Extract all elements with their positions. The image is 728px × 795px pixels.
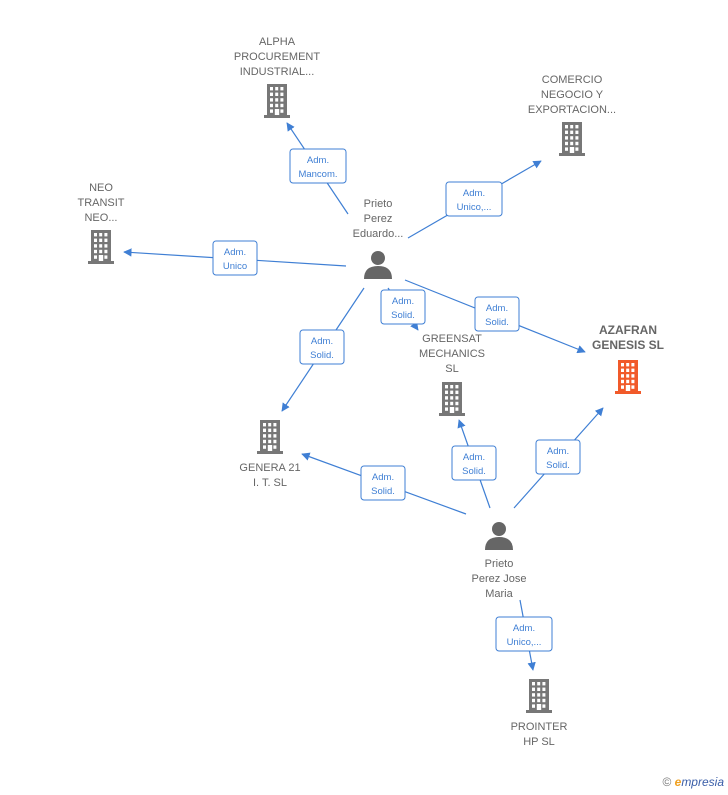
relation-label-text: Adm. [307, 155, 329, 166]
node-label-line: PROINTER [511, 721, 568, 733]
node-eduardo[interactable]: PrietoPerezEduardo... [353, 198, 404, 279]
relation-label-text: Solid. [310, 350, 334, 361]
building-icon [257, 420, 283, 454]
relation-label[interactable]: Adm. Mancom. [289, 148, 347, 184]
relation-label-box [445, 181, 503, 217]
node-label-line: EXPORTACION... [528, 104, 616, 116]
person-icon [364, 251, 392, 279]
node-label-line: Maria [485, 588, 513, 600]
relation-label-text: Adm. [463, 188, 485, 199]
node-label-line: Prieto [364, 198, 393, 210]
building-icon [88, 230, 114, 264]
node-label-line: TRANSIT [77, 197, 124, 209]
nodes-layer: ALPHA PROCUREMENT INDUSTRIAL... COMERCIO NEG… [77, 36, 664, 748]
relation-label[interactable]: Adm. Solid. [360, 465, 406, 501]
relation-label-text: Adm. [224, 247, 246, 258]
node-label-line: Perez [364, 213, 393, 225]
relation-label-text: Unico [223, 261, 247, 272]
relation-label-text: Solid. [371, 486, 395, 497]
node-prointer[interactable]: PROINTER HP SL [511, 679, 568, 748]
building-icon [264, 84, 290, 118]
relation-label-text: Mancom. [298, 169, 337, 180]
node-label-line: GENERA 21 [239, 462, 300, 474]
node-label-line: Eduardo... [353, 228, 404, 240]
building-icon [615, 360, 641, 394]
node-label-line: COMERCIO [542, 74, 603, 86]
relation-label-box [299, 329, 345, 365]
relation-label-box [474, 296, 520, 332]
node-neo[interactable]: NEO TRANSIT NEO... [77, 182, 125, 264]
relation-label[interactable]: Adm. Solid. [299, 329, 345, 365]
relation-label[interactable]: Adm. Solid. [380, 289, 426, 325]
node-label-line: PROCUREMENT [234, 51, 320, 63]
relation-label-box [535, 439, 581, 475]
relation-label-text: Solid. [391, 310, 415, 321]
node-label-line: Perez Jose [471, 573, 526, 585]
node-label-line: INDUSTRIAL... [240, 66, 315, 78]
relation-label-text: Adm. [311, 336, 333, 347]
node-genera[interactable]: GENERA 21 I. T. SL [239, 420, 301, 489]
relation-label-box [380, 289, 426, 325]
relation-label[interactable]: Adm. Unico,... [445, 181, 503, 217]
node-label-line: HP SL [523, 736, 555, 748]
relation-label-text: Solid. [546, 460, 570, 471]
node-label-line: SL [445, 363, 458, 375]
relation-label-box [289, 148, 347, 184]
node-label-line: ALPHA [259, 36, 296, 48]
relation-labels-layer: Adm.Mancom.Adm.Unico,...Adm.UnicoAdm.Sol… [212, 148, 581, 652]
relation-label-text: Solid. [462, 466, 486, 477]
node-label-line: AZAFRAN [599, 323, 657, 337]
brand-logo-text: mpresia [681, 775, 724, 789]
relation-label[interactable]: Adm. Unico,... [495, 616, 553, 652]
relation-label-text: Solid. [485, 317, 509, 328]
node-label-line: MECHANICS [419, 348, 485, 360]
node-alpha[interactable]: ALPHA PROCUREMENT INDUSTRIAL... [234, 36, 320, 118]
node-label-line: NEGOCIO Y [541, 89, 604, 101]
relation-label-text: Adm. [463, 452, 485, 463]
relation-label-box [360, 465, 406, 501]
node-label-line: Prieto [485, 558, 514, 570]
relation-label-text: Unico,... [457, 202, 492, 213]
relation-label-box [212, 240, 258, 276]
relation-label-text: Adm. [486, 303, 508, 314]
person-icon [485, 522, 513, 550]
relation-label-box [495, 616, 553, 652]
relation-label[interactable]: Adm. Solid. [535, 439, 581, 475]
building-icon [439, 382, 465, 416]
relation-label[interactable]: Adm. Solid. [474, 296, 520, 332]
node-label-line: NEO... [84, 212, 117, 224]
node-label-line: GREENSAT [422, 333, 482, 345]
relation-label-box [451, 445, 497, 481]
relation-label[interactable]: Adm. Solid. [451, 445, 497, 481]
building-icon [526, 679, 552, 713]
footer-brand[interactable]: © empresia [662, 775, 724, 789]
relation-label-text: Adm. [513, 623, 535, 634]
relation-label-text: Adm. [372, 472, 394, 483]
copyright-symbol: © [662, 775, 672, 789]
node-label-line: NEO [89, 182, 113, 194]
node-comercio[interactable]: COMERCIO NEGOCIO Y EXPORTACION... [528, 74, 616, 156]
brand-logo-e: e [674, 775, 682, 789]
relation-label[interactable]: Adm. Unico [212, 240, 258, 276]
relation-label-text: Unico,... [507, 637, 542, 648]
relation-label-text: Adm. [547, 446, 569, 457]
building-icon [559, 122, 585, 156]
node-label-line: I. T. SL [253, 477, 287, 489]
relation-label-text: Adm. [392, 296, 414, 307]
node-greensat[interactable]: GREENSAT MECHANICS SL [419, 333, 485, 416]
node-label-line: GENESIS SL [592, 338, 664, 352]
